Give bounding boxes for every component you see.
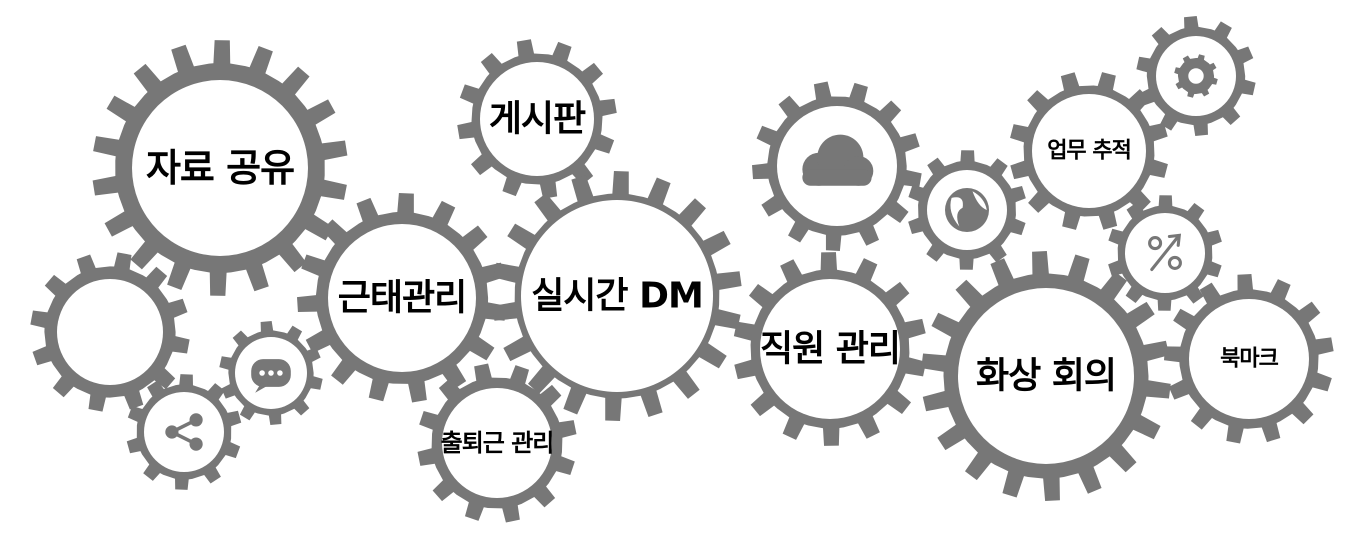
- gear-hub: [480, 62, 594, 176]
- gear-label-staff: 직원 관리: [760, 329, 900, 370]
- gear-label-realtime-dm: 실시간 DM: [531, 276, 703, 317]
- gear-attendance: [297, 193, 507, 403]
- share-icon: [165, 413, 203, 451]
- gear-globe: [908, 150, 1026, 270]
- gear-label-data-share: 자료 공유: [146, 146, 294, 190]
- gear-share: [126, 374, 242, 490]
- gear-hub: [144, 392, 224, 472]
- gear-hub: [57, 279, 163, 385]
- gear-label-commute: 출퇴근 관리: [441, 429, 554, 457]
- gear-label-attendance: 근태관리: [338, 278, 466, 319]
- gear-percent: [1108, 195, 1222, 311]
- gear-chat: [219, 321, 323, 425]
- gear-label-task-tracking: 업무 추적: [1047, 139, 1131, 164]
- gear-hub: [442, 388, 552, 498]
- gear-settings: [1136, 16, 1256, 136]
- gear-icon: [1174, 54, 1218, 98]
- gear-realtime-dm: [492, 171, 742, 421]
- chat-bubble-icon: [251, 359, 291, 393]
- gear-label-board: 게시판: [489, 99, 586, 140]
- gear-commute: [417, 363, 577, 523]
- gear-data-share: [92, 40, 348, 296]
- gear-label-bookmark: 북마크: [1220, 347, 1278, 372]
- gear-bookmark: [1164, 274, 1334, 444]
- cloud-icon: [802, 134, 874, 186]
- gear-hub: [958, 288, 1134, 464]
- gear-hub: [328, 224, 476, 372]
- gear-hub: [760, 279, 900, 419]
- gear-hub: [1189, 299, 1309, 419]
- gear-task-tracking: [1010, 72, 1168, 230]
- gear-board: [457, 39, 617, 199]
- globe-icon: [945, 188, 989, 232]
- percent-icon: [1148, 233, 1182, 272]
- gear-hub: [132, 80, 308, 256]
- gear-blank: [30, 252, 190, 412]
- gear-hub: [521, 200, 713, 392]
- gear-layer: [30, 16, 1334, 523]
- gear-cloud: [752, 81, 922, 251]
- gear-hub: [1032, 94, 1146, 208]
- gear-label-video-meeting: 화상 회의: [976, 356, 1116, 397]
- gear-video-meeting: [921, 251, 1171, 501]
- gear-staff: [733, 252, 927, 446]
